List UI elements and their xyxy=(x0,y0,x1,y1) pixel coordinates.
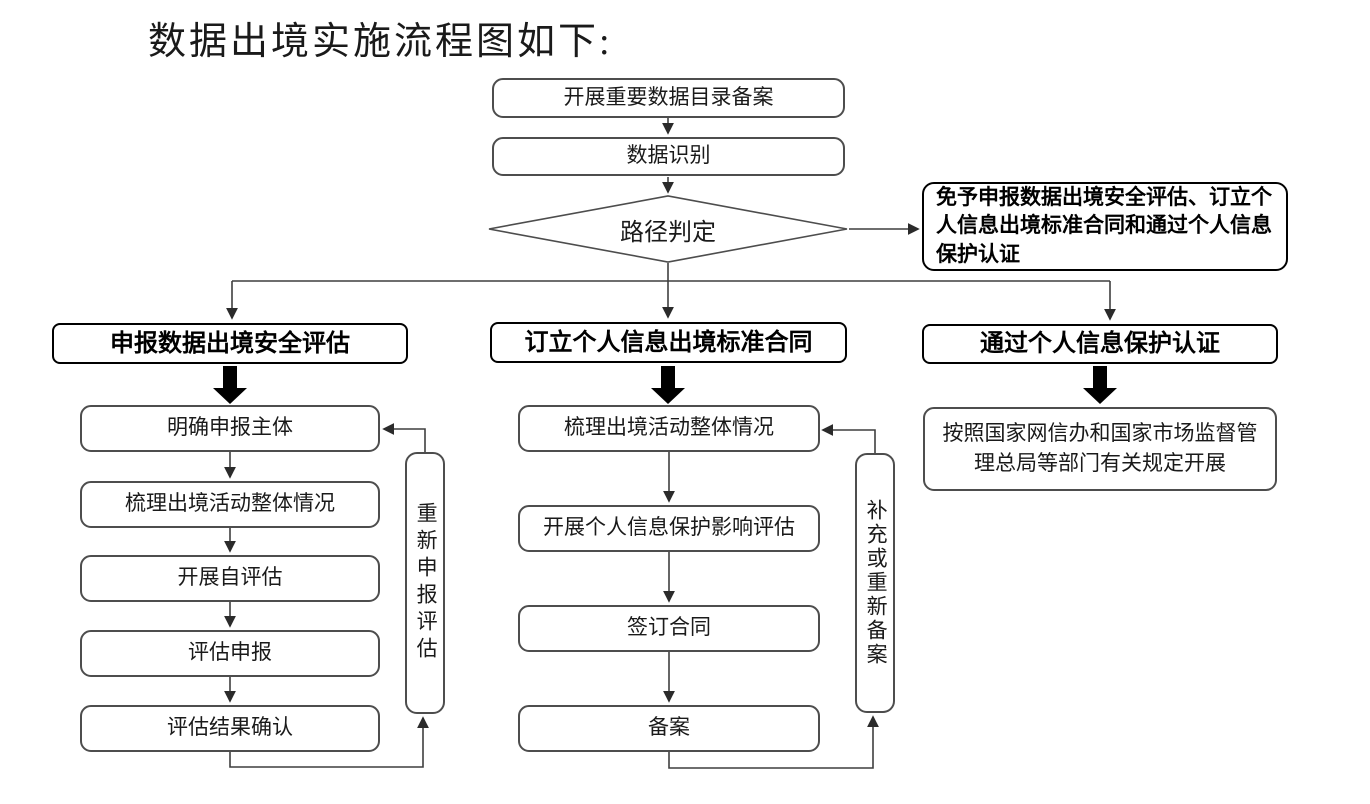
page-title: 数据出境实施流程图如下: xyxy=(148,21,613,63)
header-protection-certification: 通过个人信息保护认证 xyxy=(922,324,1278,364)
step-filing: 备案 xyxy=(518,705,820,752)
step-assessment-declaration: 评估申报 xyxy=(80,630,380,677)
decision-diamond-shape xyxy=(488,195,848,263)
step-pi-protection-impact-assessment: 开展个人信息保护影响评估 xyxy=(518,505,820,552)
step-sign-contract: 签订合同 xyxy=(518,605,820,652)
node-important-data-catalog: 开展重要数据目录备案 xyxy=(492,78,845,118)
loop-re-declare-assessment: 重新申报评估 xyxy=(405,452,445,714)
step-review-export-activities-mid: 梳理出境活动整体情况 xyxy=(518,405,820,452)
header-standard-contract: 订立个人信息出境标准合同 xyxy=(490,322,847,363)
note-certification-regulations: 按照国家网信办和国家市场监督管理总局等部门有关规定开展 xyxy=(923,407,1277,491)
header-security-assessment: 申报数据出境安全评估 xyxy=(52,323,408,364)
step-assessment-result-confirmation: 评估结果确认 xyxy=(80,705,380,752)
thick-down-arrow xyxy=(1083,366,1117,404)
node-exemption: 免予申报数据出境安全评估、订立个人信息出境标准合同和通过个人信息保护认证 xyxy=(922,182,1288,271)
node-data-identification: 数据识别 xyxy=(492,137,845,176)
thick-down-arrow xyxy=(213,366,247,404)
step-identify-declaring-entity: 明确申报主体 xyxy=(80,405,380,452)
decision-path-determination: 路径判定 xyxy=(620,218,716,246)
loop-supplement-or-refile: 补充或重新备案 xyxy=(855,453,895,713)
step-review-export-activities-left: 梳理出境活动整体情况 xyxy=(80,481,380,528)
step-self-assessment: 开展自评估 xyxy=(80,555,380,602)
thick-down-arrow xyxy=(651,366,685,404)
